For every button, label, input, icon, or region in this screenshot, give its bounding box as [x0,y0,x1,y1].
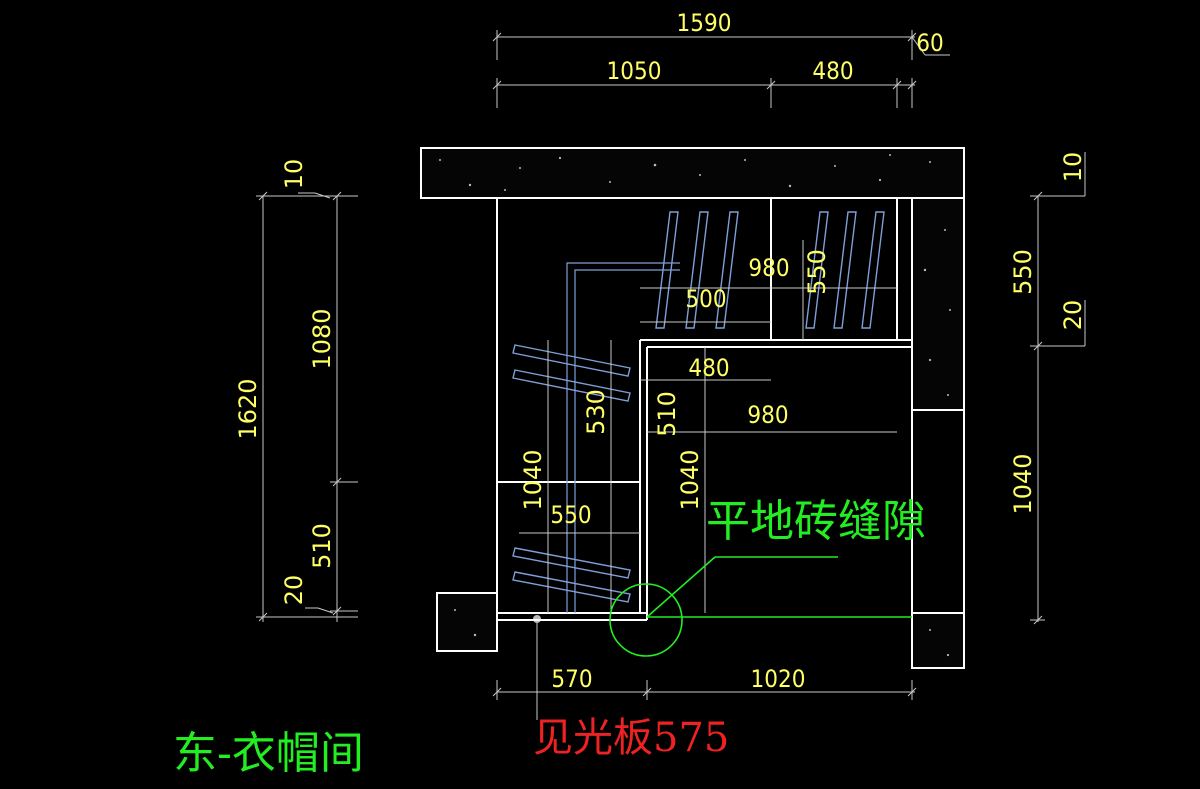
dim-bottom-left: 570 [551,665,592,693]
floor-gap-label: 平地砖缝隙 [706,496,926,547]
dim-inner-530: 530 [582,389,610,435]
dim-inner-510: 510 [653,391,681,437]
dim-left-total: 1620 [234,378,262,439]
dim-inner-500: 500 [685,285,726,313]
dim-inner-1040-mid: 1040 [676,449,704,510]
dim-inner-480: 480 [688,354,729,382]
dim-top-edge: 60 [916,29,943,57]
dim-left-lower: 510 [308,523,336,569]
dim-top-right: 480 [812,57,853,85]
room-title: 东-衣帽间 [173,728,364,779]
dim-inner-550-top: 550 [803,249,831,295]
dim-inner-550-bottom: 550 [550,501,591,529]
dim-right-top-gap: 10 [1059,152,1087,183]
dim-inner-980-mid: 980 [747,401,788,429]
walls [420,147,965,669]
floor-gap-annotation [609,556,912,657]
dim-right-mid-gap: 20 [1059,300,1087,331]
dim-left-upper: 1080 [308,308,336,369]
dim-top-overall: 1590 [677,9,732,37]
room-outline [496,197,965,621]
dim-top-left: 1050 [607,57,662,85]
dimension-labels: 1590 60 1050 480 1620 1080 510 10 20 10 … [234,9,1087,693]
dim-left-top-gap: 10 [280,159,308,190]
dim-right-lower: 1040 [1009,453,1037,514]
dim-inner-1040-left: 1040 [519,449,547,510]
dim-right-upper: 550 [1009,249,1037,295]
dim-left-bottom-gap: 20 [280,575,308,606]
dim-inner-980-top: 980 [748,254,789,282]
dimension-lines [256,30,1086,720]
dim-bottom-right: 1020 [751,665,806,693]
hanging-rails [512,211,897,613]
panel-note-label: 见光板575 [533,715,729,761]
